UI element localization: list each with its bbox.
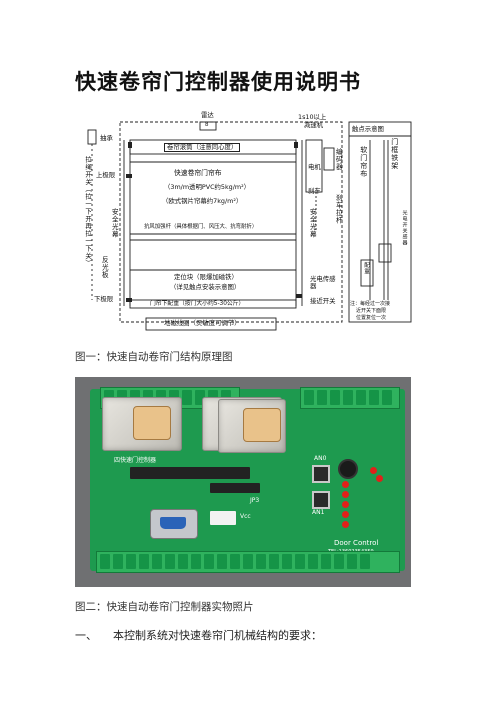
brake-rod-label: 刹车拉杆 [334,194,343,225]
figure2-caption: 图二：快速自动卷帘门控制器实物照片 [75,601,254,613]
pull-switch-label: 拉绳开关（拉一下开再拉一下关） [84,156,93,267]
ic-chip [210,483,260,493]
section-heading: 一、 本控制系统对快速卷帘门机械结构的要求： [75,627,322,643]
drum-label: 卷帘滚筒（注意同心度） [164,143,241,153]
status-led-1 [342,481,349,488]
vcc-label: Vcc [240,513,251,520]
status-led-2 [342,491,349,498]
diagram-lines [87,121,412,331]
locate-line-1: 定位块（限爆加磁铁） [174,273,238,281]
section-number: 一、 [75,629,97,642]
pcb-label: 四快速门控制器 [114,457,157,464]
controller-photo: 四快速门控制器 JP3 Vcc AN0 AN1 Door Control TEL… [75,377,411,587]
top-right-label: 1s10以上 [298,113,327,121]
capacitor [338,459,358,479]
radar-label: 雷达 [201,111,214,119]
detail-note-2: 近开关下面限 [356,308,387,314]
section-text: 本控制系统对快速卷帘门机械结构的要求： [113,629,322,642]
curtain-line-1: （3m/m透明PVC约5kg/m²） [164,183,251,191]
status-led-4 [342,511,349,518]
motor-label: 电机 [308,163,321,171]
detail-title: 触点示意图 [352,125,384,133]
curtain-title: 快速卷帘门帘布 [174,169,222,177]
lower-limit-label: 下极限 [94,295,114,303]
door-control-label: Door Control [334,539,379,547]
reducer-label: 减速机 [304,121,324,129]
document-title: 快速卷帘门控制器使用说明书 [75,70,361,94]
upper-limit-label: 上极限 [96,171,116,179]
windbar-label: 抗风加强杆（具体根据门、风压大、抗弯耐折） [144,224,258,230]
bottom-bar-label: 门帘下配重（按门大小约5-30公斤） [150,301,245,307]
right-safety-label: 安全光幕 [308,208,317,239]
locate-line-2: （详见触点安装示意图） [170,283,241,291]
encoder-label: 编码器 [334,148,343,171]
proximity-switch-label: 接近开关 [310,297,336,305]
pcb-board: 四快速门控制器 JP3 Vcc AN0 AN1 Door Control TEL… [90,387,405,573]
relay-1 [102,397,182,451]
left-safety-label: 安全光幕 [110,208,119,239]
figure1-caption: 图一：快速自动卷帘门结构原理图 [75,351,233,363]
structure-diagram: 雷达 8 1s10以上 减速机 卷帘滚筒（注意同心度） 快速卷帘门帘布 （3m/… [84,110,414,340]
relay-3 [218,399,286,453]
power-led-2 [376,475,383,482]
header-pins [130,467,250,479]
top-right-terminal [300,387,400,409]
jp3-label: JP3 [250,497,260,504]
detail-light-label: 光电开关感器 [401,210,408,246]
bearing-label: 抽承 [100,134,113,142]
status-led-3 [342,501,349,508]
brake-label: 刹车 [308,187,321,195]
bottom-terminal-block [96,551,400,573]
jumper-block [210,511,236,525]
photo-sensor-label: 光电传感器 [310,275,336,291]
an0-button [312,465,330,483]
detail-note-1: 注：每经过一次接 [350,301,391,307]
curtain-line-2: （欧式钢片帘幕约7kg/m²） [162,197,243,205]
radar-box-label: 8 [205,122,209,128]
status-led-5 [342,521,349,528]
detail-mark-label: 配重 [363,262,370,275]
detail-left-label: 软门帘布 [359,146,368,178]
an1-button [312,491,330,509]
an0-label: AN0 [314,455,327,462]
left-reflect-label: 反光板 [100,256,109,279]
detail-right-label: 门框铁架 [390,138,399,170]
detail-note-3: 位置复位一次 [356,315,387,321]
an1-label: AN1 [312,509,325,516]
power-led [370,467,377,474]
serial-port [150,509,198,539]
ground-coil-label: 地磁线圈（灵敏度可调节） [164,319,241,327]
